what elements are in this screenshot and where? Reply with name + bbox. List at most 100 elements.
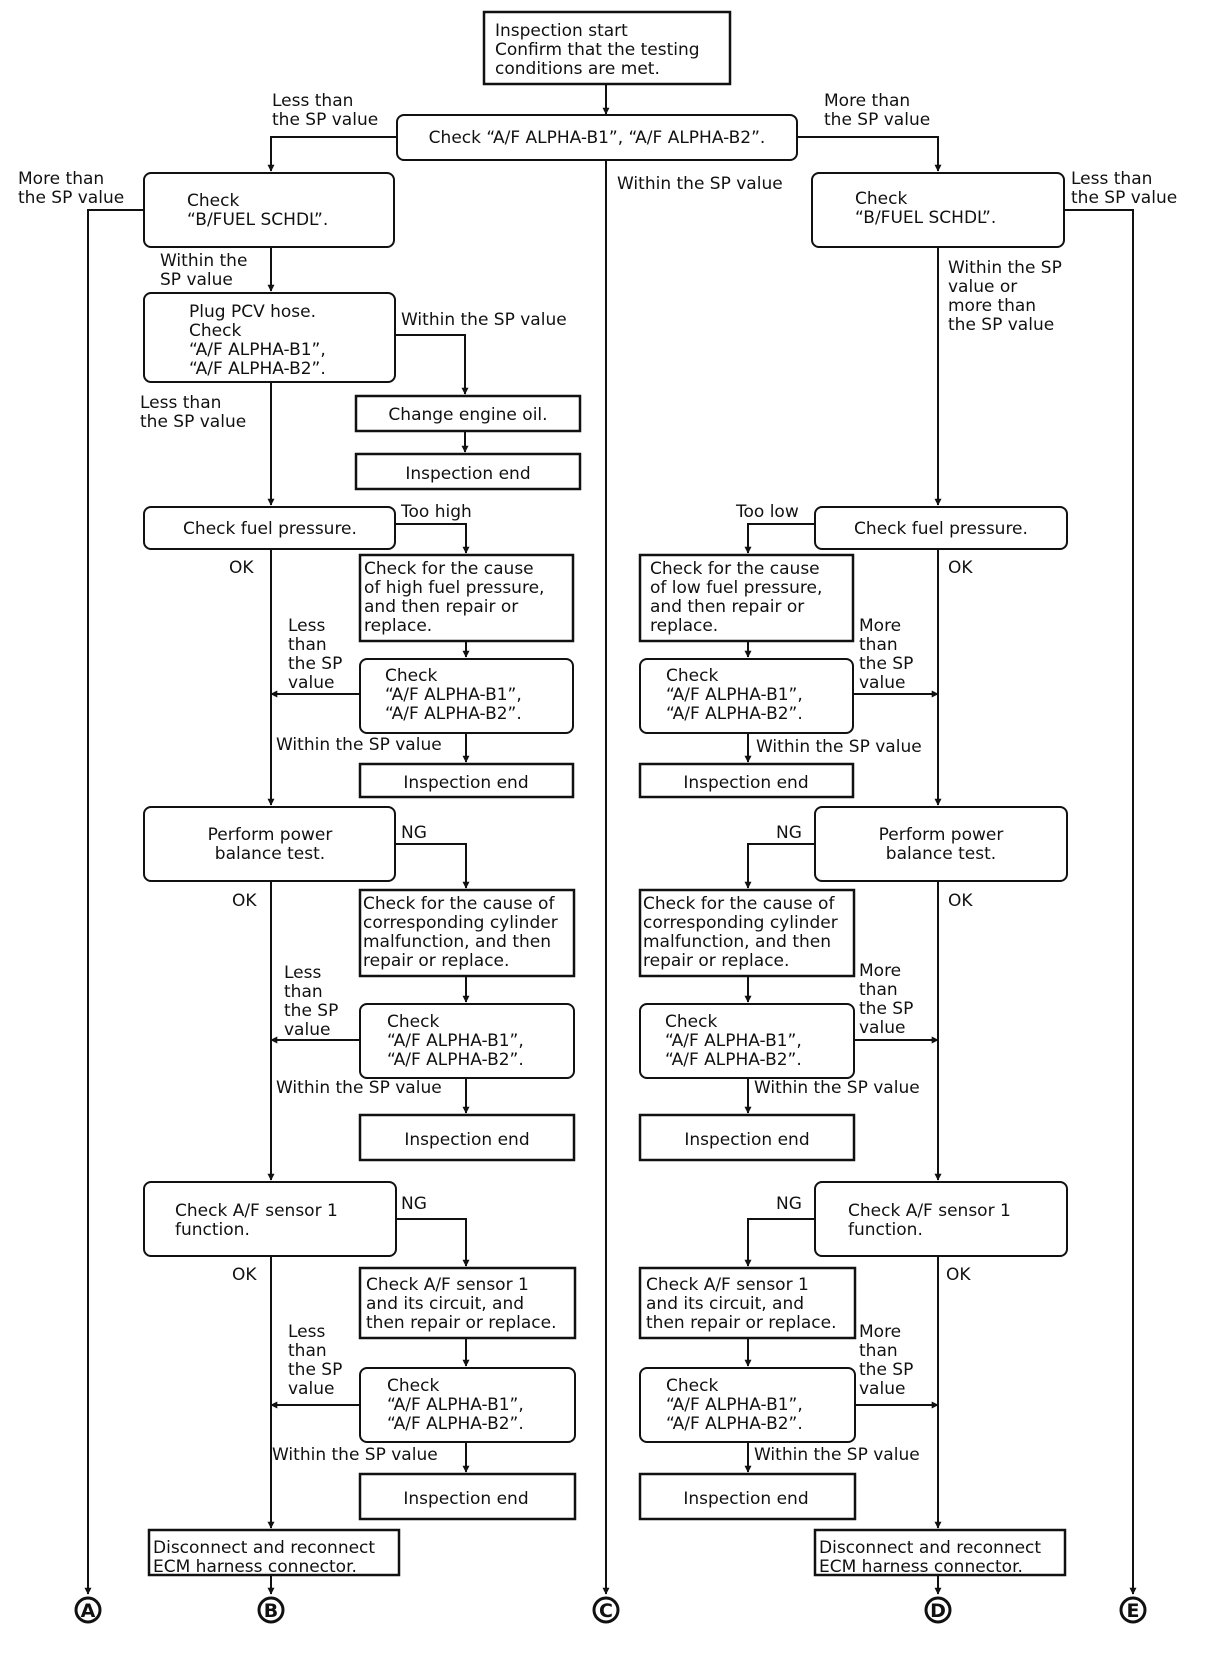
edge-label-afc-left-less-line: Less	[288, 1322, 325, 1342]
edge-label-afc-right-within-line: Within the SP value	[754, 1445, 920, 1465]
flowchart-edges	[84, 84, 1137, 1595]
edge-label-cyl-left-less-line: Less	[284, 963, 321, 983]
edge-label-fuel-left-within: Within the SP value	[276, 735, 442, 755]
node-box	[396, 114, 798, 161]
node-label: Inspection end	[683, 773, 808, 793]
edge-label-bfuel-left-more-line: More than	[18, 169, 104, 189]
node-end-af-right: Inspection end	[638, 1472, 857, 1521]
edge-label-cyl-left-less-line: value	[284, 1020, 330, 1040]
node-end-fuel-left: Inspection end	[358, 762, 575, 799]
node-label-line: ECM harness connector.	[819, 1557, 1023, 1577]
node-label-line: Check	[387, 1376, 439, 1396]
node-label-line: “A/F ALPHA-B1”,	[387, 1031, 524, 1051]
node-label-line: Check A/F sensor 1	[175, 1201, 338, 1221]
edge-label-top-within: Within the SP value	[617, 174, 783, 194]
node-label: Check“A/F ALPHA-B1”,“A/F ALPHA-B2”.	[666, 666, 803, 724]
node-label-line: “A/F ALPHA-B2”.	[666, 704, 803, 724]
edge-label-fuel-right-ok-line: OK	[948, 558, 973, 578]
node-box	[359, 658, 574, 734]
node-label-line: Change engine oil.	[388, 405, 547, 425]
node-label-line: function.	[848, 1220, 923, 1240]
edge-label-fuel-right-more-line: the SP	[859, 654, 913, 674]
connector-circle	[592, 1596, 620, 1624]
connector-circle	[924, 1596, 952, 1624]
node-label: Plug PCV hose.Check“A/F ALPHA-B1”,“A/F A…	[189, 302, 326, 379]
edge-label-bfuel-left-within-line: SP value	[160, 270, 233, 290]
node-label-line: Inspection end	[683, 773, 808, 793]
node-box	[354, 452, 582, 491]
edge-pcv-within	[395, 334, 469, 395]
edge-label-top-less-line: the SP value	[272, 110, 378, 130]
node-check-bfuel-left: Check“B/FUEL SCHDL”.	[143, 172, 395, 248]
edge-label-bfuel-left-within-line: Within the	[160, 251, 247, 271]
node-box	[143, 292, 396, 383]
node-label-line: Check	[666, 666, 718, 686]
node-box	[814, 806, 1068, 882]
edge-label-cyl-left-within: Within the SP value	[276, 1078, 442, 1098]
edge-label-too-low: Too low	[735, 502, 799, 522]
node-label-line: balance test.	[215, 844, 325, 864]
node-label: Check“A/F ALPHA-B1”,“A/F ALPHA-B2”.	[387, 1012, 524, 1070]
node-label: Inspection end	[403, 1489, 528, 1509]
node-label-line: replace.	[650, 616, 718, 636]
node-label: Check“A/F ALPHA-B1”,“A/F ALPHA-B2”.	[385, 666, 522, 724]
node-alpha-fuel-right: Check“A/F ALPHA-B1”,“A/F ALPHA-B2”.	[639, 658, 854, 734]
node-label-line: Plug PCV hose.	[189, 302, 316, 322]
edge-label-cyl-right-more-line: More	[859, 961, 901, 981]
node-label: Change engine oil.	[388, 405, 547, 425]
node-label-line: Inspection end	[684, 1130, 809, 1150]
edge-bfuel-right-less	[1064, 209, 1137, 1595]
node-label-line: “A/F ALPHA-B1”,	[666, 685, 803, 705]
node-label-line: repair or replace.	[643, 951, 789, 971]
edge-label-top-more-line: More than	[824, 91, 910, 111]
node-label-line: corresponding cylinder	[643, 913, 838, 933]
edge-label-cyl-right-more-line: than	[859, 980, 898, 1000]
edge-label-cyl-right-more-line: the SP	[859, 999, 913, 1019]
node-label-line: Check for the cause of	[363, 894, 555, 914]
edge-af-left-ng	[396, 1218, 470, 1267]
edge-label-pcv-within: Within the SP value	[401, 310, 567, 330]
edge-label-af-right-ok: OK	[946, 1265, 971, 1285]
node-fuel-pressure-right: Check fuel pressure.	[814, 506, 1068, 550]
node-box	[638, 1113, 856, 1162]
node-label-line: “A/F ALPHA-B2”.	[385, 704, 522, 724]
node-box	[813, 1528, 1067, 1577]
node-check-alpha-top: Check “A/F ALPHA-B1”, “A/F ALPHA-B2”.	[396, 114, 798, 161]
node-label-line: Inspection start	[495, 21, 628, 41]
node-label-line: Check fuel pressure.	[183, 519, 357, 539]
node-label: Check“B/FUEL SCHDL”.	[855, 189, 996, 228]
edge-label-fuel-left-less-line: the SP	[288, 654, 342, 674]
node-label-line: malfunction, and then	[643, 932, 831, 952]
edge-label-bfuel-right-within-line: more than	[948, 296, 1036, 316]
node-box	[354, 394, 582, 433]
edge-pb-left-ng	[395, 843, 470, 889]
node-box	[143, 506, 396, 550]
node-label-line: Check for the cause	[650, 559, 820, 579]
edge-label-fuel-left-less-line: value	[288, 673, 334, 693]
node-alpha-cyl-left: Check“A/F ALPHA-B1”,“A/F ALPHA-B2”.	[359, 1003, 575, 1079]
edge-label-cyl-right-more-line: value	[859, 1018, 905, 1038]
node-label: Check“A/F ALPHA-B1”,“A/F ALPHA-B2”.	[665, 1012, 802, 1070]
edge-label-top-less-line: Less than	[272, 91, 353, 111]
edge-label-fuel-left-less-line: than	[288, 635, 327, 655]
node-label-line: Check	[387, 1012, 439, 1032]
edge-label-afc-right-within: Within the SP value	[754, 1445, 920, 1465]
edge-label-pb-left-ok: OK	[232, 891, 257, 911]
